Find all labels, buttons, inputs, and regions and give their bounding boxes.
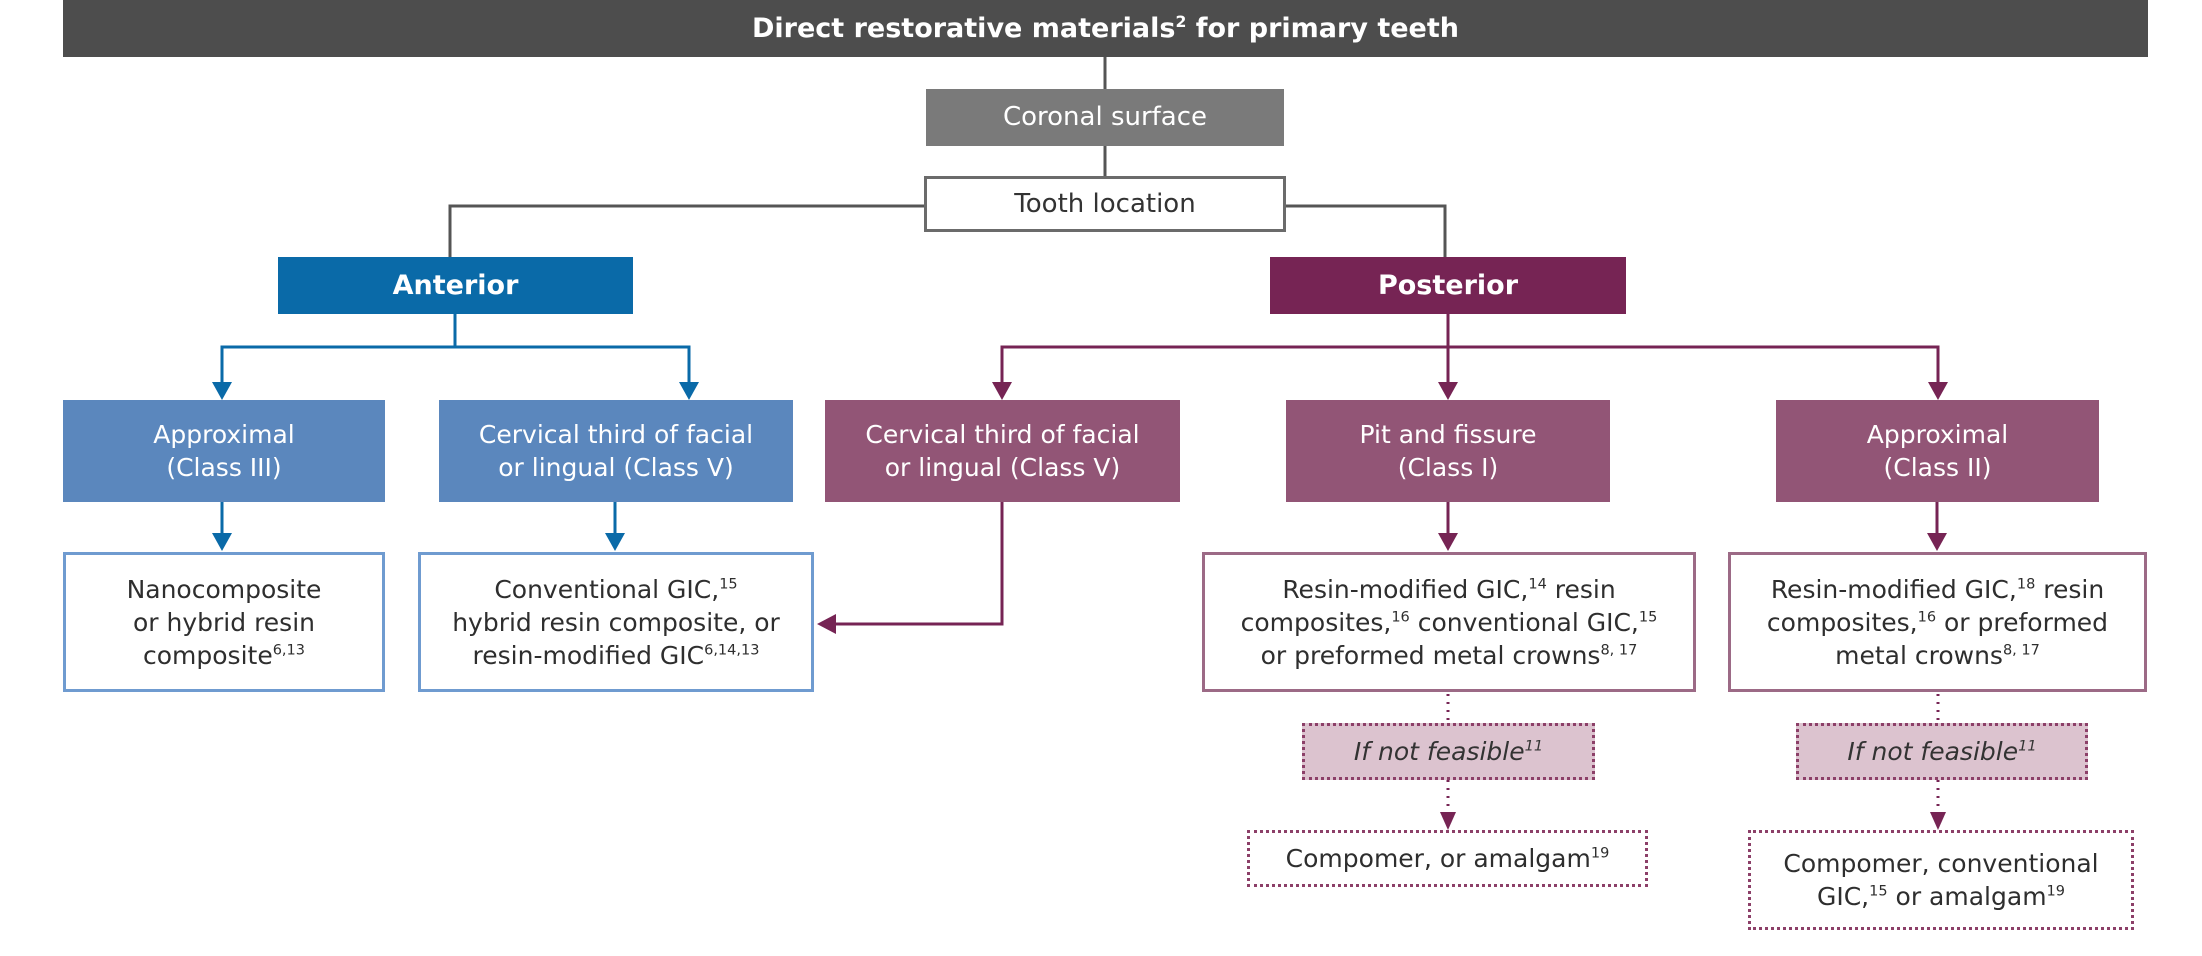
text-segment: Resin-modified GIC,	[1282, 574, 1529, 604]
anterior-approximal-class3-node: Approximal(Class III)	[63, 400, 385, 502]
text-segment: conventional GIC,	[1409, 607, 1639, 637]
arrow-to-pit-result	[1438, 533, 1458, 551]
text-segment: composite	[142, 640, 273, 670]
arrow-to-conventional-gic	[605, 533, 625, 551]
arrow-to-cervical-class5-posterior	[992, 382, 1012, 400]
text-segment: Conventional GIC,	[494, 574, 720, 604]
arrow-to-nanocomposite	[212, 533, 232, 551]
text-segment: resin	[1546, 574, 1616, 604]
text-segment: or preformed	[1936, 607, 2109, 637]
anterior-node: Anterior	[278, 257, 633, 314]
arrow-to-alternative-1	[1440, 812, 1456, 830]
posterior-node: Posterior	[1270, 257, 1626, 314]
citation-superscript: 6,14,13	[704, 642, 760, 659]
citation-superscript: 15	[1638, 609, 1658, 626]
posterior-result-approximal: Resin-modified GIC,18 resin composites,16…	[1728, 552, 2147, 692]
text-segment: resin-modified GIC	[472, 640, 705, 670]
connector-tooth-anterior	[448, 204, 924, 257]
posterior-pit-fissure-class1-node: Pit and fissure(Class I)	[1286, 400, 1610, 502]
connector-anterior-branch	[220, 345, 691, 384]
text-segment: or hybrid resin	[133, 607, 315, 637]
citation-superscript: 15	[719, 576, 738, 593]
text-segment: GIC,	[1816, 882, 1870, 911]
arrow-to-conventional-gic-from-posterior	[817, 614, 836, 634]
text-segment: Resin-modified GIC,	[1770, 574, 2017, 604]
if-not-feasible-node-1: If not feasible11	[1302, 723, 1595, 780]
coronal-surface-node: Coronal surface	[926, 89, 1284, 146]
alternative-compomer-amalgam: Compomer, or amalgam19	[1247, 830, 1648, 887]
posterior-result-pit-fissure: Resin-modified GIC,14 resin composites,16…	[1202, 552, 1696, 692]
rich-text: Resin-modified GIC,14 resin composites,16…	[1241, 573, 1658, 672]
citation-superscript: 15	[1869, 883, 1888, 900]
text-segment: resin	[2035, 574, 2105, 604]
citation-superscript: 8, 17	[1600, 642, 1638, 659]
citation-superscript: 16	[1391, 609, 1410, 626]
citation-superscript: 19	[2046, 883, 2065, 900]
text-segment: metal crowns	[1835, 640, 2003, 670]
rich-text: Resin-modified GIC,18 resin composites,16…	[1767, 573, 2108, 672]
text-segment: hybrid resin composite, or	[452, 607, 780, 637]
text-segment: composites,	[1766, 607, 1918, 637]
if-not-feasible-node-2: If not feasible11	[1796, 723, 2088, 780]
page-title: Direct restorative materials2 for primar…	[63, 0, 2148, 57]
tooth-location-node: Tooth location	[924, 176, 1286, 232]
arrow-to-approximal-class3	[212, 382, 232, 400]
arrow-to-pit-fissure	[1438, 382, 1458, 400]
text-segment: or amalgam	[1887, 882, 2047, 911]
citation-superscript: 16	[1917, 609, 1937, 626]
arrow-to-alternative-2	[1930, 812, 1946, 830]
connector-tooth-posterior	[1286, 204, 1447, 257]
citation-superscript: 18	[2016, 576, 2036, 593]
tooth-location-label: Tooth location	[1014, 188, 1196, 219]
rich-text: Compomer, or amalgam19	[1286, 842, 1610, 875]
citation-superscript: 6,13	[272, 642, 305, 659]
rich-text: Conventional GIC,15 hybrid resin composit…	[452, 573, 780, 672]
anterior-result-conventional-gic: Conventional GIC,15 hybrid resin composit…	[418, 552, 814, 692]
citation-superscript: 14	[1528, 576, 1547, 593]
arrow-to-approx2-result	[1927, 533, 1947, 551]
arrow-to-approximal-class2	[1928, 382, 1948, 400]
text-segment: Compomer, or amalgam	[1285, 844, 1591, 873]
text-segment: composites,	[1240, 607, 1392, 637]
citation-superscript: 8, 17	[2002, 642, 2040, 659]
connector-cervical5p-to-anterior-result	[835, 502, 1004, 626]
posterior-approximal-class2-node: Approximal(Class II)	[1776, 400, 2099, 502]
connector-posterior-branch	[1000, 345, 1940, 384]
text-segment: Nanocomposite	[126, 574, 322, 604]
anterior-label: Anterior	[392, 269, 519, 301]
posterior-label: Posterior	[1377, 269, 1519, 301]
citation-superscript: 19	[1590, 845, 1610, 862]
coronal-surface-label: Coronal surface	[1002, 102, 1208, 133]
arrow-to-cervical-class5-anterior	[679, 382, 699, 400]
text-segment: Compomer, conventional	[1783, 849, 2099, 878]
text-segment: or preformed metal crowns	[1260, 640, 1601, 670]
